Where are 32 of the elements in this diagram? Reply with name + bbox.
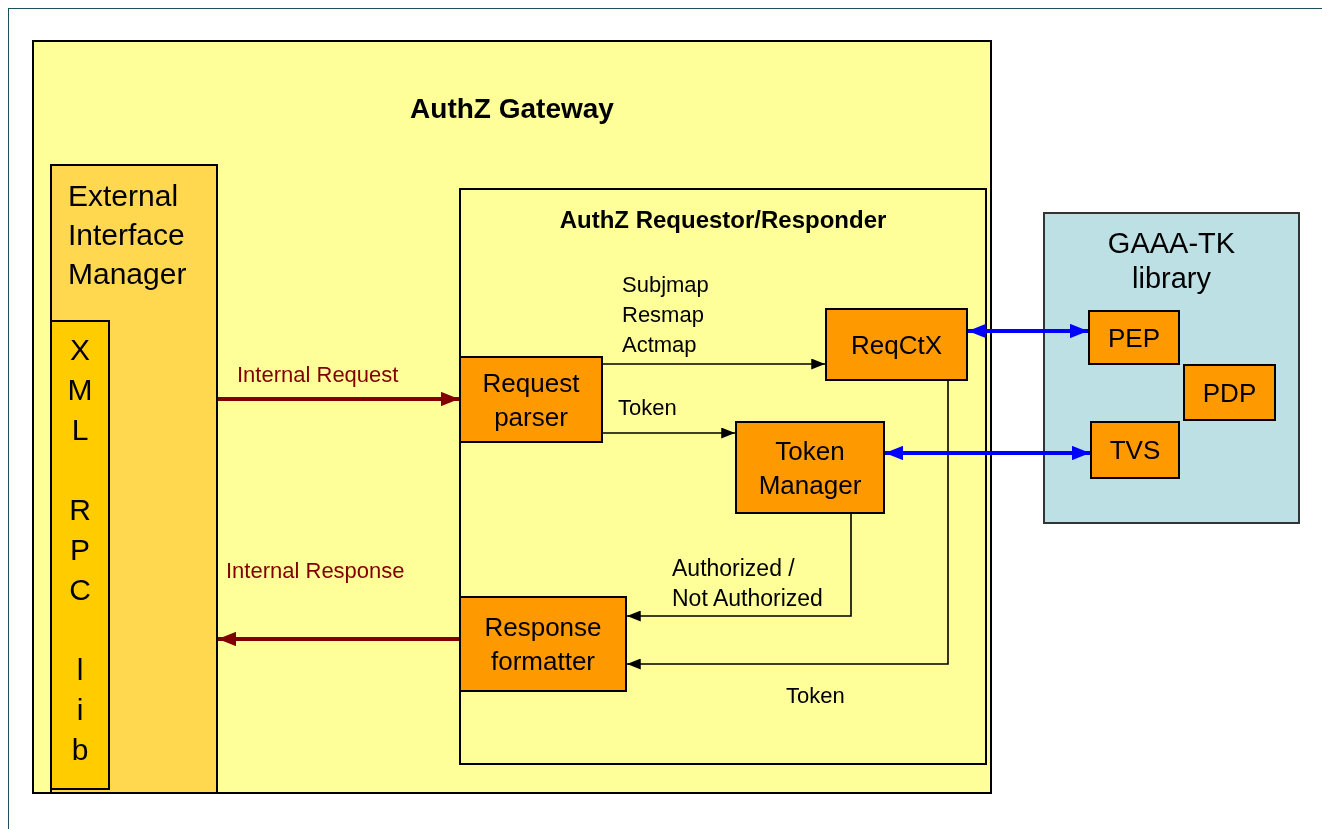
arrow <box>968 323 1088 339</box>
node-label: TVS <box>1109 434 1161 467</box>
arrow <box>218 391 459 407</box>
arrow <box>602 427 736 439</box>
arrow <box>626 380 949 670</box>
node-label: PDP <box>1202 376 1257 410</box>
node-label: External Interface Manager <box>68 178 188 292</box>
interface-panel <box>50 164 218 794</box>
process-box <box>1088 310 1180 365</box>
arrow <box>885 445 1090 461</box>
requestor-container <box>459 188 987 765</box>
arrow <box>602 358 826 370</box>
process-box <box>459 356 603 443</box>
node-label: AuthZ Gateway <box>410 92 614 126</box>
node-label: Request parser <box>481 366 581 434</box>
vertical-label: XML RPC lib <box>66 332 94 768</box>
library-column <box>50 320 110 790</box>
node-label: Token Manager <box>757 434 863 502</box>
gateway-container <box>32 40 992 794</box>
library-container <box>1043 212 1300 524</box>
node-label: AuthZ Requestor/Responder <box>559 205 887 235</box>
arrow <box>218 631 459 647</box>
node-label: GAAA-TK library <box>1106 226 1237 296</box>
process-box <box>735 421 885 514</box>
node-label: ReqCtX <box>850 328 942 362</box>
process-box <box>825 308 968 381</box>
arrow <box>626 513 852 622</box>
process-box <box>459 596 627 692</box>
node-label: PEP <box>1108 321 1160 355</box>
process-box <box>1183 364 1276 421</box>
process-box <box>1090 421 1180 479</box>
node-label: Response formatter <box>483 611 603 678</box>
